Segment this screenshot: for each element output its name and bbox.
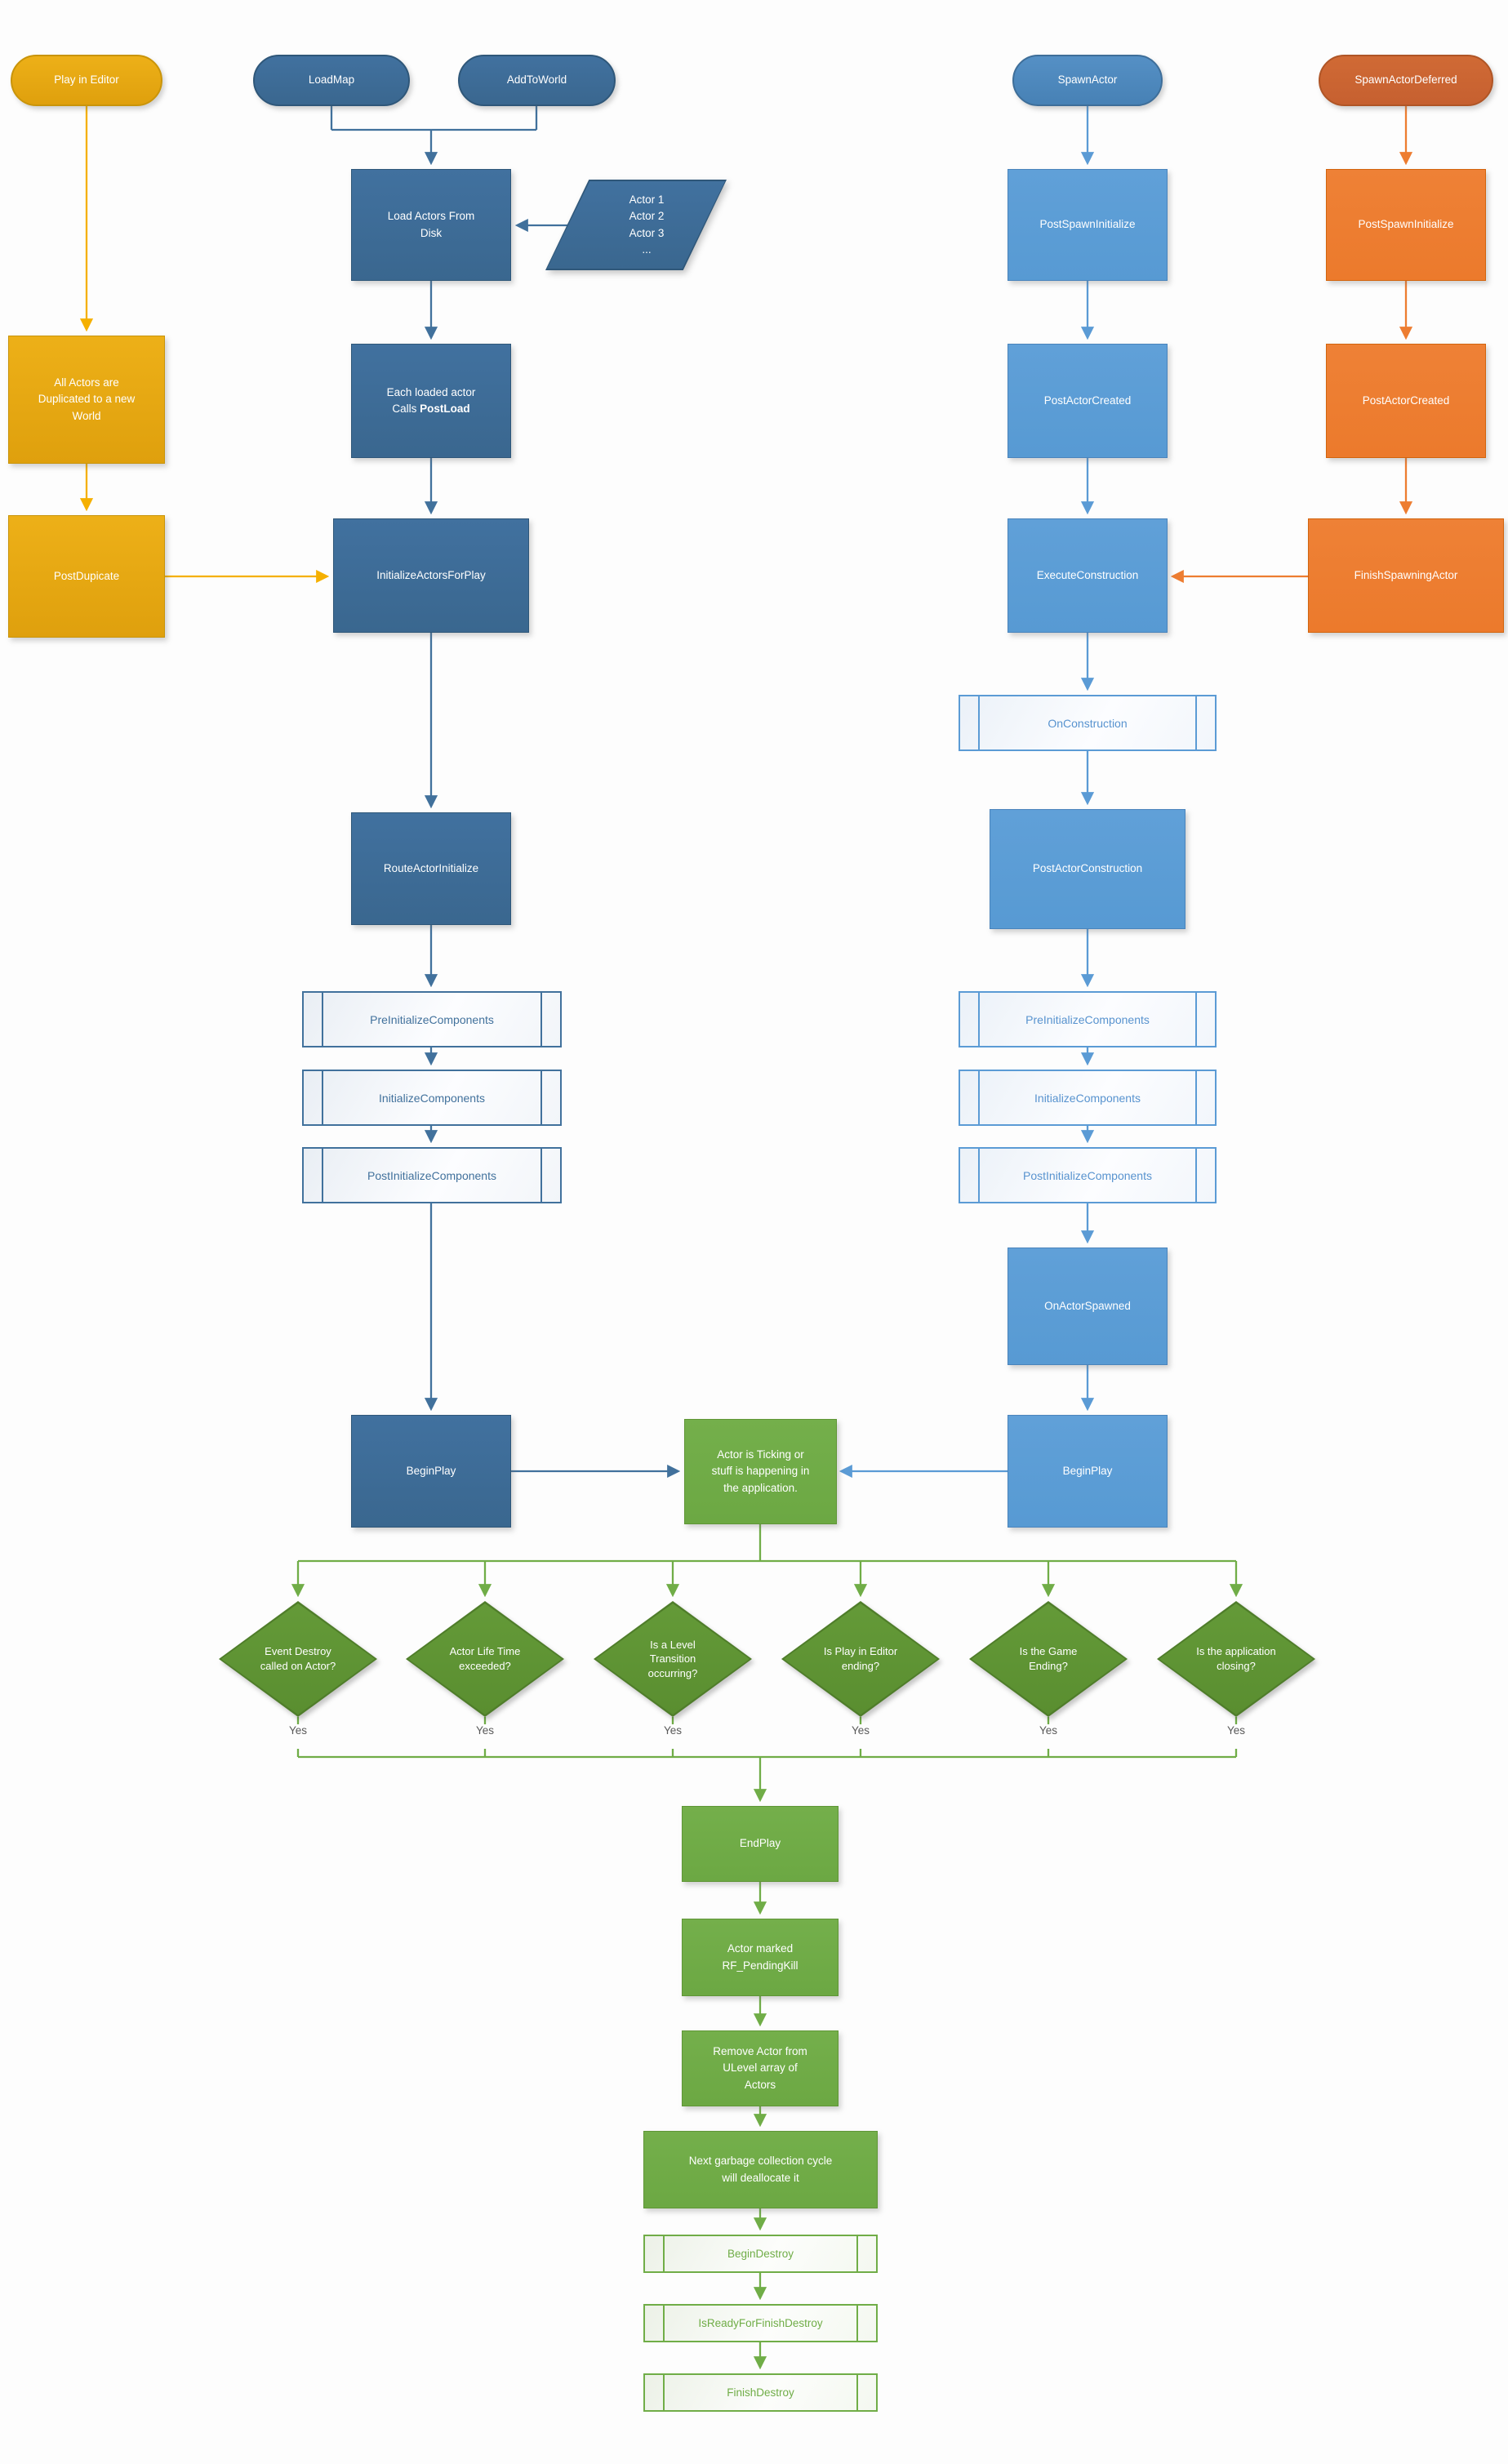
bar-divider <box>856 2306 858 2341</box>
decision-actor-lifetime: Actor Life Time exceeded? <box>406 1601 564 1717</box>
process-finish-spawning-actor: FinishSpawningActor <box>1308 518 1504 633</box>
bar-divider <box>1195 696 1197 749</box>
terminal-add-to-world: AddToWorld <box>458 55 616 106</box>
subroutine-label: InitializeComponents <box>1034 1091 1141 1105</box>
subroutine-label: OnConstruction <box>1048 716 1128 730</box>
process-load-actors-from-disk: Load Actors From Disk <box>351 169 511 281</box>
dark-blue-connectors <box>330 106 681 1479</box>
bar-divider <box>856 2236 858 2271</box>
bar-divider <box>978 993 980 1046</box>
process-all-actors-duplicated: All Actors are Duplicated to a new World <box>8 336 165 464</box>
process-remove-actor-from-ulevel: Remove Actor from ULevel array of Actors <box>682 2030 839 2106</box>
decision-game-ending: Is the Game Ending? <box>969 1601 1128 1717</box>
subroutine-initialize-components-right: InitializeComponents <box>959 1070 1217 1126</box>
subroutine-label: PostInitializeComponents <box>367 1168 496 1182</box>
bar-divider <box>540 993 542 1046</box>
bar-divider <box>663 2236 665 2271</box>
bar-divider <box>1195 993 1197 1046</box>
process-initialize-actors-for-play: InitializeActorsForPlay <box>333 518 529 633</box>
subroutine-initialize-components-left: InitializeComponents <box>302 1070 562 1126</box>
process-route-actor-initialize: RouteActorInitialize <box>351 812 511 925</box>
subroutine-pre-initialize-components-left: PreInitializeComponents <box>302 991 562 1047</box>
process-next-gc-cycle: Next garbage collection cycle will deall… <box>643 2131 878 2208</box>
process-post-spawn-initialize-blue: PostSpawnInitialize <box>1008 169 1168 281</box>
yes-label: Yes <box>475 1724 495 1737</box>
bar-divider <box>978 696 980 749</box>
subroutine-on-construction: OnConstruction <box>959 695 1217 751</box>
subroutine-post-initialize-components-right: PostInitializeComponents <box>959 1147 1217 1203</box>
decision-label: Is a Level Transition occurring? <box>647 1638 698 1679</box>
yes-label: Yes <box>663 1724 683 1737</box>
decision-label: Event Destroy called on Actor? <box>260 1645 336 1672</box>
process-begin-play-left: BeginPlay <box>351 1415 511 1528</box>
yes-label: Yes <box>1226 1724 1246 1737</box>
bar-divider <box>322 993 323 1046</box>
decision-event-destroy: Event Destroy called on Actor? <box>219 1601 377 1717</box>
bar-divider <box>663 2306 665 2341</box>
subroutine-label: PostInitializeComponents <box>1023 1168 1152 1182</box>
process-begin-play-right: BeginPlay <box>1008 1415 1168 1528</box>
bar-divider <box>978 1071 980 1124</box>
bar-divider <box>1195 1149 1197 1202</box>
subroutine-label: FinishDestroy <box>727 2386 794 2399</box>
subroutine-begin-destroy: BeginDestroy <box>643 2235 878 2273</box>
bar-divider <box>663 2375 665 2410</box>
terminal-load-map: LoadMap <box>253 55 410 106</box>
decision-pie-ending: Is Play in Editor ending? <box>781 1601 940 1717</box>
subroutine-is-ready-for-finish-destroy: IsReadyForFinishDestroy <box>643 2304 878 2342</box>
decision-application-closing: Is the application closing? <box>1157 1601 1315 1717</box>
yes-label: Yes <box>851 1724 870 1737</box>
subroutine-label: BeginDestroy <box>727 2248 794 2260</box>
process-end-play: EndPlay <box>682 1806 839 1882</box>
process-execute-construction: ExecuteConstruction <box>1008 518 1168 633</box>
terminal-play-in-editor: Play in Editor <box>11 55 162 106</box>
decision-label: Is Play in Editor ending? <box>823 1645 898 1672</box>
terminal-spawn-actor-deferred: SpawnActorDeferred <box>1319 55 1493 106</box>
bar-divider <box>540 1149 542 1202</box>
subroutine-pre-initialize-components-right: PreInitializeComponents <box>959 991 1217 1047</box>
decision-label: Is the Game Ending? <box>1019 1645 1078 1672</box>
yes-label: Yes <box>288 1724 308 1737</box>
decision-level-transition: Is a Level Transition occurring? <box>594 1601 752 1717</box>
subroutine-label: IsReadyForFinishDestroy <box>698 2317 823 2329</box>
bar-divider <box>322 1149 323 1202</box>
decision-label: Actor Life Time exceeded? <box>449 1645 521 1672</box>
process-post-dupicate: PostDupicate <box>8 515 165 638</box>
bar-divider <box>322 1071 323 1124</box>
subroutine-label: PreInitializeComponents <box>1025 1012 1150 1026</box>
bar-divider <box>978 1149 980 1202</box>
yes-label: Yes <box>1039 1724 1058 1737</box>
process-on-actor-spawned: OnActorSpawned <box>1008 1248 1168 1365</box>
subroutine-label: PreInitializeComponents <box>370 1012 494 1026</box>
process-actor-marked-pending-kill: Actor marked RF_PendingKill <box>682 1919 839 1996</box>
bar-divider <box>540 1071 542 1124</box>
process-post-actor-created-blue: PostActorCreated <box>1008 344 1168 458</box>
decision-label: Is the application closing? <box>1196 1645 1276 1672</box>
data-actor-list: Actor 1 Actor 2 Actor 3 ... <box>545 180 727 270</box>
process-actor-ticking: Actor is Ticking or stuff is happening i… <box>684 1419 837 1524</box>
actor-list-label: Actor 1 Actor 2 Actor 3 ... <box>629 193 665 256</box>
bar-divider <box>1195 1071 1197 1124</box>
process-post-actor-created-orange: PostActorCreated <box>1326 344 1486 458</box>
subroutine-finish-destroy: FinishDestroy <box>643 2373 878 2412</box>
process-post-spawn-initialize-orange: PostSpawnInitialize <box>1326 169 1486 281</box>
subroutine-post-initialize-components-left: PostInitializeComponents <box>302 1147 562 1203</box>
bar-divider <box>856 2375 858 2410</box>
terminal-spawn-actor: SpawnActor <box>1012 55 1163 106</box>
subroutine-label: InitializeComponents <box>379 1091 485 1105</box>
process-post-actor-construction: PostActorConstruction <box>990 809 1185 929</box>
